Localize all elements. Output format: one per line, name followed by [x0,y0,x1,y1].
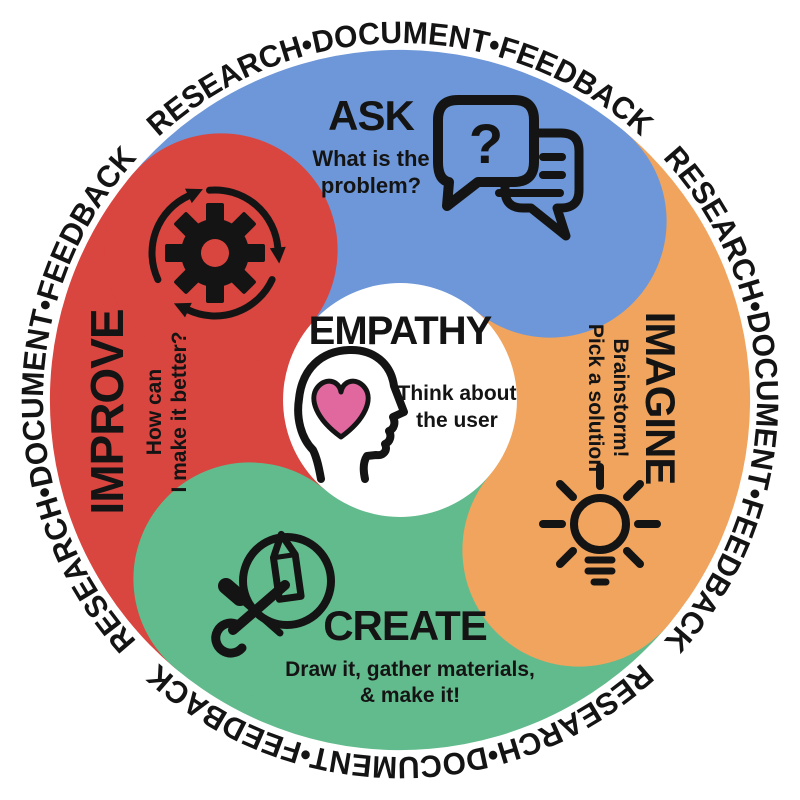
center-empathy: EMPATHY Think about the user [294,309,517,483]
create-subline-2: & make it! [360,684,460,707]
chat-bubbles-icon: ? [433,95,584,241]
section-imagine: IMAGINE Brainstorm! Pick a solution [539,312,684,586]
create-blob-head [133,462,367,696]
empathy-subline-1: Think about [398,382,517,405]
empathy-title: EMPATHY [309,309,493,353]
empathy-subline-2: the user [416,409,498,432]
imagine-subline-2: Pick a solution [584,324,607,472]
create-title: CREATE [323,602,487,649]
imagine-title: IMAGINE [637,312,684,485]
create-subline-1: Draw it, gather materials, [285,658,535,681]
lightbulb-icon [539,463,661,586]
improve-subline-1: How can [143,369,166,455]
head-heart-icon [294,345,408,483]
section-create: CREATE Draw it, gather materials, & make… [211,530,535,707]
imagine-subline-1: Brainstorm! [609,338,632,457]
gear-arrows-icon [148,186,286,320]
ask-subline-1: What is the [312,146,429,171]
question-mark-glyph: ? [469,112,503,175]
improve-title: IMPROVE [81,309,133,514]
improve-subline-2: I make it better? [168,331,191,492]
section-improve: IMPROVE How can I make it better? [81,186,286,515]
ask-title: ASK [328,92,414,139]
section-ask: ASK What is the problem? ? [312,92,584,241]
ask-subline-2: problem? [321,173,421,198]
pencil-tools-icon [211,530,335,658]
